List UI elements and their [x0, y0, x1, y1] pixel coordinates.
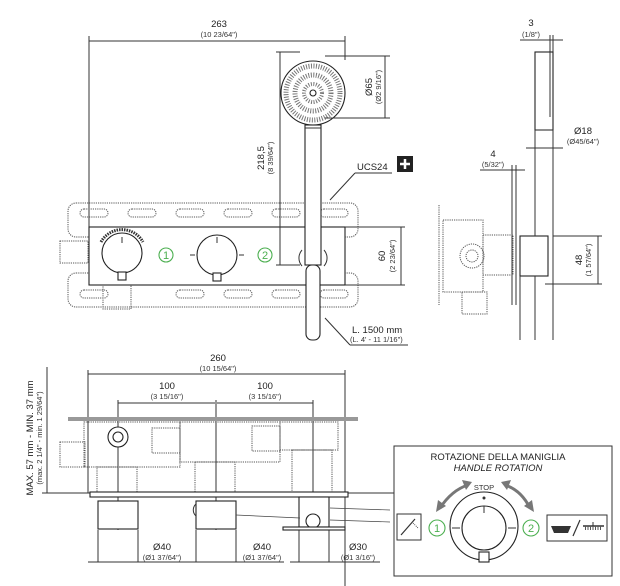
- dim-65-mm: Ø65: [364, 78, 375, 96]
- depth-range-inch: (max. 2 1/4" - min. 1 29/64"): [35, 391, 44, 485]
- rotation-subtitle: HANDLE ROTATION: [454, 463, 543, 474]
- dim-40b-mm: Ø40: [253, 542, 271, 553]
- dim-40a-mm: Ø40: [153, 542, 171, 553]
- dim-100a-inch: (3 15/16"): [151, 392, 184, 401]
- dim-40a-inch: (Ø1 37/64"): [143, 553, 182, 562]
- hand-shower-icon: [396, 513, 422, 541]
- shower-hose: [305, 264, 321, 341]
- stop-label: STOP: [474, 483, 494, 492]
- rotation-marker-1: [428, 519, 446, 537]
- dim-260-mm: 260: [210, 353, 226, 364]
- side-view: 3 (1/8") Ø18 (Ø45/64") 4 (5/32") 48 (1 5…: [438, 18, 602, 340]
- wall-plate-edge: [68, 417, 358, 421]
- rotation-marker-2: [522, 519, 540, 537]
- outlet-marker-2: [257, 247, 273, 263]
- holder-code-label: UCS24: [357, 162, 388, 173]
- valve-body: [442, 219, 484, 293]
- outlet-marker-1-label: 1: [163, 250, 169, 262]
- rotation-title: ROTAZIONE DELLA MANIGLIA: [431, 452, 567, 463]
- dim-48-mm: 48: [574, 255, 585, 266]
- hand-shower-handle: [304, 124, 322, 266]
- body-section-2: [179, 421, 281, 463]
- dim-263-mm: 263: [211, 19, 227, 30]
- dim-218-mm: 218,5: [256, 146, 267, 170]
- dim-18-mm: Ø18: [574, 126, 592, 137]
- outlet-flange: [282, 526, 346, 531]
- hose-length-inch: (L. 4' - 11 1/16"): [350, 335, 403, 344]
- dim-3-inch: (1/8"): [522, 30, 541, 39]
- dim-3-mm: 3: [528, 18, 533, 29]
- hose-length-mm: L. 1500 mm: [352, 325, 402, 336]
- dim-30-inch: (Ø1 3/16"): [341, 553, 376, 562]
- front-view: 263 (10 23/64") 1: [59, 19, 413, 346]
- dim-60-mm: 60: [377, 251, 388, 262]
- knob-profile: [519, 235, 549, 277]
- plate-slots: [79, 208, 349, 299]
- dim-18-inch: (Ø45/64"): [567, 137, 600, 146]
- dim-30-mm: Ø30: [349, 542, 367, 553]
- dim-260-inch: (10 15/64"): [200, 364, 237, 373]
- rotation-marker-1-label: 1: [434, 523, 440, 535]
- outlet-marker-1: [158, 247, 174, 263]
- dim-48-inch: (1 57/64"): [584, 243, 593, 276]
- inlet-bottom: [102, 282, 132, 310]
- dim-65-inch: (Ø2 9/16"): [374, 69, 383, 104]
- outlet-marker-2-label: 2: [262, 250, 268, 262]
- shower-holder: [298, 249, 328, 267]
- handle-rotation-box: ROTAZIONE DELLA MANIGLIA HANDLE ROTATION…: [393, 445, 613, 577]
- dim-40b-inch: (Ø1 37/64"): [243, 553, 282, 562]
- dim-100b-inch: (3 15/16"): [249, 392, 282, 401]
- dim-100a-mm: 100: [159, 381, 175, 392]
- dim-100b-mm: 100: [257, 381, 273, 392]
- faceplate-edge: [89, 491, 349, 498]
- dim-4-mm: 4: [490, 149, 495, 160]
- knob-1-bottom: [97, 500, 139, 530]
- temperature-scale: [99, 228, 145, 243]
- body-section-1: [83, 421, 181, 468]
- outlet-nut: [305, 513, 321, 529]
- knob-2-bottom: [195, 500, 237, 530]
- inlet-left: [59, 240, 89, 264]
- dim-60-inch: (2 23/64"): [388, 239, 397, 272]
- bottom-view: MAX. 57 mm - MIN. 37 mm (max. 2 1/4" - m…: [25, 353, 420, 586]
- depth-range-mm: MAX. 57 mm - MIN. 37 mm: [25, 380, 36, 495]
- rotation-marker-2-label: 2: [528, 523, 534, 535]
- dim-218-inch: (8 39/64"): [266, 141, 275, 174]
- dim-263-inch: (10 23/64"): [201, 30, 238, 39]
- body-section-3: [279, 421, 339, 451]
- dim-4-inch: (5/32"): [482, 160, 505, 169]
